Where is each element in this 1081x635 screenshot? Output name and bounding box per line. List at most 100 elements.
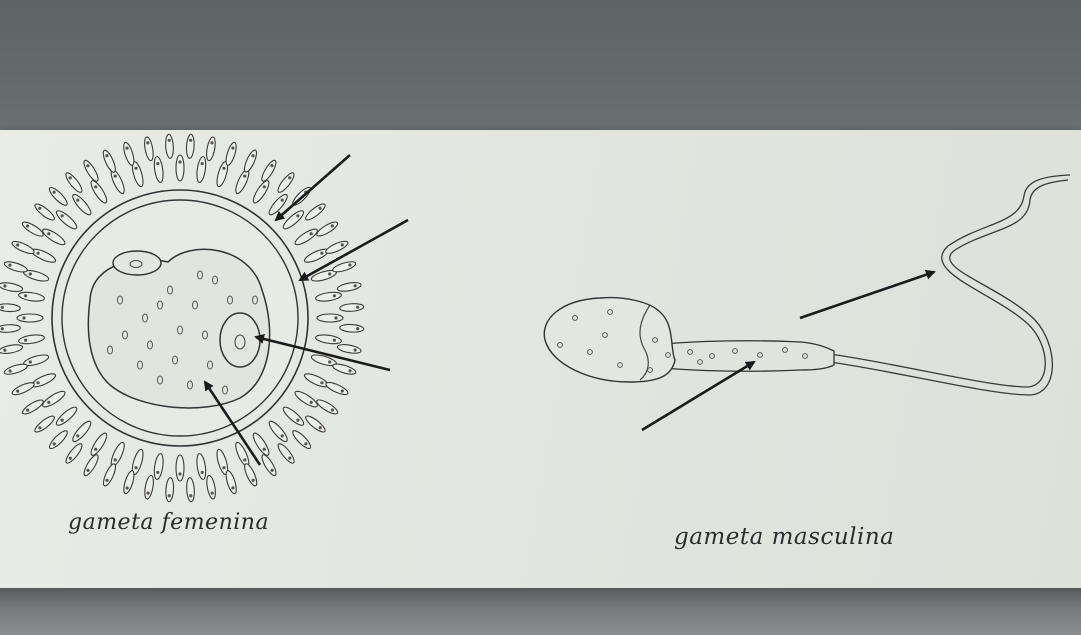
corona-cell-nucleus xyxy=(125,147,128,150)
corona-cell-nucleus xyxy=(86,469,89,472)
corona-cell-nucleus xyxy=(320,252,323,255)
corona-cell-nucleus xyxy=(243,175,246,178)
corona-cell xyxy=(0,343,23,355)
corona-cell-nucleus xyxy=(156,162,159,165)
corona-cell-nucleus xyxy=(331,224,334,227)
corona-cell-nucleus xyxy=(37,381,40,384)
corona-cell-nucleus xyxy=(354,348,357,351)
corona-cell-nucleus xyxy=(334,316,337,319)
corona-cell xyxy=(153,156,165,183)
corona-cell xyxy=(224,141,238,166)
corona-cell xyxy=(122,141,136,166)
corona-cell xyxy=(17,314,43,322)
corona-cell xyxy=(315,397,339,416)
corona-cell xyxy=(291,428,313,450)
corona-cell-nucleus xyxy=(105,154,108,157)
corona-cell-nucleus xyxy=(134,466,137,469)
corona-cell-nucleus xyxy=(76,434,79,437)
corona-cell xyxy=(315,220,339,239)
corona-cell-nucleus xyxy=(29,272,32,275)
corona-cell-nucleus xyxy=(37,252,40,255)
corona-cell xyxy=(337,343,362,355)
corona-cell-nucleus xyxy=(53,191,56,194)
corona-cell-nucleus xyxy=(3,284,6,287)
corona-cell xyxy=(82,159,101,183)
corona-cell xyxy=(176,155,184,181)
corona-cell xyxy=(18,291,45,303)
corona-cell-nucleus xyxy=(231,146,234,149)
corona-cell xyxy=(293,389,319,410)
corona-cell-nucleus xyxy=(24,294,27,297)
corona-cell-nucleus xyxy=(94,448,97,451)
corona-cell xyxy=(176,455,184,481)
corona-cell xyxy=(143,136,155,161)
corona-cell-nucleus xyxy=(8,264,11,267)
sperm-cell xyxy=(544,175,1070,395)
corona-cell xyxy=(276,171,297,195)
corona-cell-nucleus xyxy=(9,369,12,372)
corona-cell xyxy=(70,419,93,444)
corona-cell xyxy=(315,333,342,345)
corona-cell xyxy=(224,470,238,495)
corona-cell-nucleus xyxy=(331,408,334,411)
corona-cell-nucleus xyxy=(328,360,331,363)
corona-cell-nucleus xyxy=(3,349,6,352)
corona-cell xyxy=(267,419,290,444)
corona-cell-nucleus xyxy=(263,448,266,451)
corona-cell-nucleus xyxy=(333,294,336,297)
corona-cell-nucleus xyxy=(86,164,89,167)
male-gamete-label: gameta masculina xyxy=(674,524,894,550)
corona-cell-nucleus xyxy=(29,360,32,363)
corona-cell-nucleus xyxy=(210,141,213,144)
corona-cell xyxy=(260,453,279,477)
corona-cell-nucleus xyxy=(1,327,4,330)
corona-cell-nucleus xyxy=(288,457,291,460)
corona-cell-nucleus xyxy=(16,390,19,393)
corona-cell-nucleus xyxy=(341,243,344,246)
corona-cell-nucleus xyxy=(47,401,50,404)
corona-cell-nucleus xyxy=(134,167,137,170)
corona-cell xyxy=(337,281,362,293)
sperm-head xyxy=(544,298,675,382)
arrow-flagellum xyxy=(800,272,934,318)
corona-cell xyxy=(205,475,217,500)
corona-cell xyxy=(89,179,110,205)
corona-cell-nucleus xyxy=(105,479,108,482)
corona-cell-nucleus xyxy=(114,175,117,178)
corona-cell xyxy=(293,227,319,248)
corona-cell xyxy=(41,389,67,410)
corona-cell xyxy=(304,202,328,223)
corona-cell xyxy=(47,429,69,451)
corona-cell-nucleus xyxy=(320,381,323,384)
corona-cell-nucleus xyxy=(114,458,117,461)
corona-cell xyxy=(242,462,259,487)
corona-cell xyxy=(315,291,342,303)
corona-cell-nucleus xyxy=(178,160,181,163)
corona-cell-nucleus xyxy=(319,207,322,210)
corona-cell-nucleus xyxy=(94,185,97,188)
corona-cell xyxy=(64,442,85,466)
corona-cell-nucleus xyxy=(24,339,27,342)
corona-cell-nucleus xyxy=(69,176,72,179)
corona-cell-nucleus xyxy=(296,419,299,422)
corona-cell-nucleus xyxy=(26,224,29,227)
corona-cell xyxy=(303,247,330,265)
corona-cell xyxy=(21,398,45,417)
corona-cell xyxy=(195,453,207,480)
corona-cell-nucleus xyxy=(348,369,351,372)
corona-cell-nucleus xyxy=(251,154,254,157)
corona-cell-nucleus xyxy=(201,471,204,474)
corona-cell-nucleus xyxy=(319,426,322,429)
corona-cell-nucleus xyxy=(348,263,351,266)
corona-cell-nucleus xyxy=(356,327,359,330)
corona-cell xyxy=(267,192,290,217)
corona-cell xyxy=(54,405,79,428)
corona-cell-nucleus xyxy=(281,434,284,437)
corona-cell xyxy=(205,136,217,161)
corona-cell-nucleus xyxy=(178,472,181,475)
corona-cell xyxy=(64,171,85,195)
corona-cell xyxy=(54,208,79,231)
corona-cell-nucleus xyxy=(38,426,41,429)
corona-cell xyxy=(251,179,272,205)
